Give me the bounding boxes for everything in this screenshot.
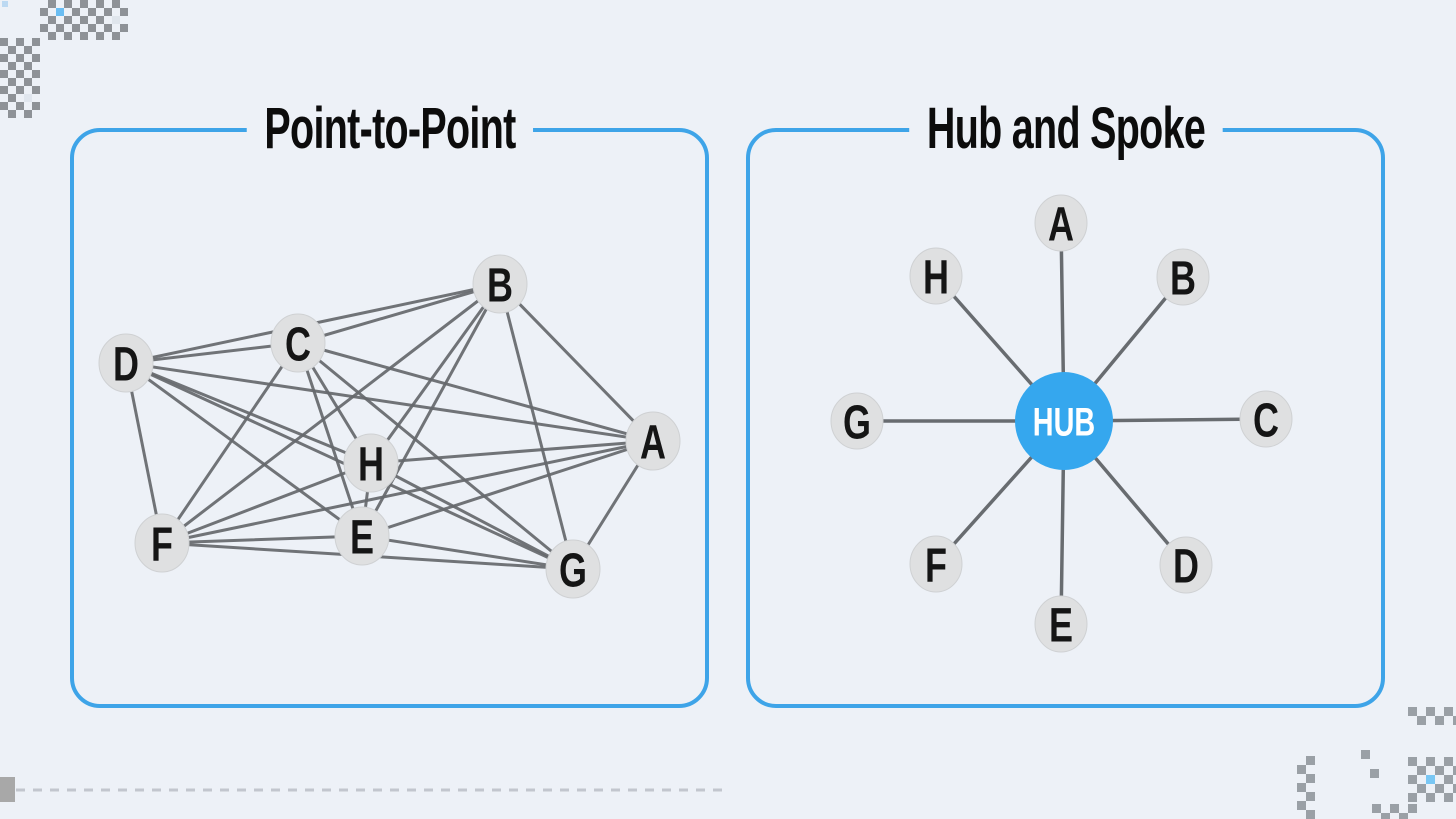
decor-square: [2, 1, 8, 7]
checker-cell: [72, 24, 80, 32]
checker-cell: [1435, 766, 1444, 775]
checker-cell: [8, 46, 16, 54]
checker-cell: [0, 70, 8, 78]
checker-cell: [48, 32, 56, 40]
checker-cell: [32, 54, 40, 62]
checker-cell: [1297, 765, 1306, 774]
checker-cell: [112, 0, 120, 8]
checker-cell: [1444, 793, 1453, 802]
checker-cell: [112, 32, 120, 40]
checker-cell: [16, 38, 24, 46]
checker-cell: [16, 70, 24, 78]
checker-cell: [1306, 774, 1315, 783]
checker-cell: [1426, 775, 1435, 784]
checker-cell: [1408, 707, 1417, 716]
checker-cell: [1390, 804, 1399, 813]
checker-cell: [0, 102, 8, 110]
decor-square: [1370, 769, 1379, 778]
checker-cell: [1444, 775, 1453, 784]
checker-cell-accent: [1426, 775, 1435, 784]
checker-cell: [8, 78, 16, 86]
checker-cell: [1372, 804, 1381, 813]
checker-cell: [64, 0, 72, 8]
checker-cell: [1426, 757, 1435, 766]
checker-cell: [16, 86, 24, 94]
checker-cell: [32, 86, 40, 94]
checker-cell: [1297, 801, 1306, 810]
checker-cell: [120, 24, 128, 32]
checker-cell: [56, 8, 64, 16]
checker-cell: [1306, 810, 1315, 819]
checker-cell: [1381, 813, 1390, 819]
checker-cell: [16, 54, 24, 62]
checker-cell: [1417, 784, 1426, 793]
decor-square: [1361, 750, 1370, 759]
checker-cell: [96, 0, 104, 8]
checker-cell-accent: [112, 16, 120, 24]
checker-cell: [1435, 784, 1444, 793]
checker-cell: [0, 54, 8, 62]
checker-cell: [8, 110, 16, 118]
checker-cell: [88, 24, 96, 32]
checker-cell: [48, 0, 56, 8]
checker-cell: [1426, 707, 1435, 716]
checker-cell: [32, 38, 40, 46]
point-to-point-panel: Point-to-Point: [70, 96, 709, 708]
checker-cell: [72, 8, 80, 16]
checker-cell: [16, 102, 24, 110]
checker-cell: [64, 16, 72, 24]
checker-cell: [104, 24, 112, 32]
checker-cell: [120, 8, 128, 16]
checker-cell: [88, 8, 96, 16]
checker-cell: [104, 8, 112, 16]
checker-cell-accent: [56, 8, 64, 16]
checker-cell: [1408, 804, 1417, 813]
checker-cell: [40, 24, 48, 32]
checker-cell: [32, 70, 40, 78]
checker-cell: [1435, 716, 1444, 725]
checker-cell: [24, 78, 32, 86]
checker-cell: [1444, 757, 1453, 766]
checker-cell: [48, 16, 56, 24]
checker-cell: [64, 32, 72, 40]
checker-cell: [1444, 707, 1453, 716]
checker-cell: [1399, 813, 1408, 819]
checker-cell: [24, 62, 32, 70]
checker-cell: [80, 0, 88, 8]
checker-cell: [0, 86, 8, 94]
checker-cell: [56, 24, 64, 32]
checker-cell: [1408, 793, 1417, 802]
checker-cell: [80, 32, 88, 40]
checker-cell: [96, 32, 104, 40]
hub-and-spoke-panel: Hub and Spoke: [746, 96, 1385, 708]
checker-cell: [40, 8, 48, 16]
checker-cell: [1408, 775, 1417, 784]
checker-cell: [24, 46, 32, 54]
checker-cell: [24, 110, 32, 118]
checker-cell: [112, 16, 120, 24]
checker-cell: [80, 16, 88, 24]
checker-cell: [1306, 756, 1315, 765]
checker-cell: [0, 38, 8, 46]
checker-cell: [1426, 793, 1435, 802]
checker-cell: [24, 94, 32, 102]
checker-cell: [1297, 783, 1306, 792]
hub-and-spoke-title: Hub and Spoke: [908, 96, 1223, 162]
checker-cell: [8, 94, 16, 102]
point-to-point-title: Point-to-Point: [246, 96, 533, 162]
decor-square: [0, 777, 15, 802]
checker-cell: [1408, 757, 1417, 766]
checker-cell: [96, 16, 104, 24]
checker-cell: [8, 62, 16, 70]
checker-cell: [1417, 766, 1426, 775]
checker-cell-accent: [24, 94, 32, 102]
checker-cell: [1417, 716, 1426, 725]
checker-cell: [1306, 792, 1315, 801]
checker-cell: [32, 102, 40, 110]
